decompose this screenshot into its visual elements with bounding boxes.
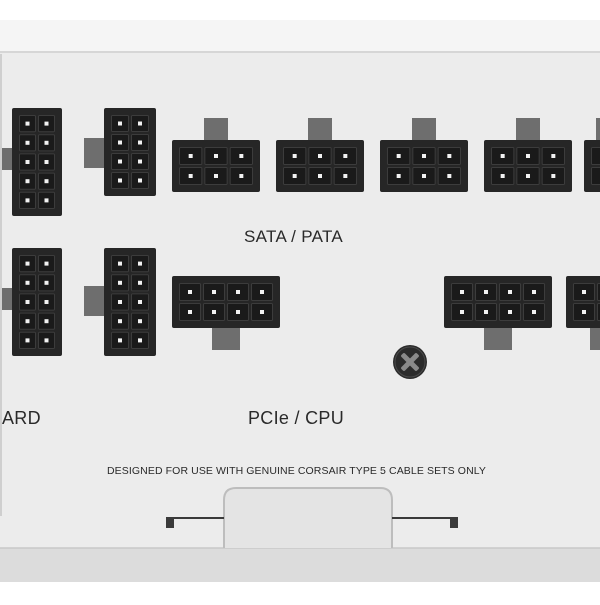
pin-contact xyxy=(118,122,122,126)
pin-contact xyxy=(188,290,192,294)
pin-contact xyxy=(397,154,401,158)
pin-contact xyxy=(138,160,142,164)
pin-contact xyxy=(293,154,297,158)
pin-contact xyxy=(484,310,488,314)
pin-contact xyxy=(236,290,240,294)
pin-contact xyxy=(26,122,30,126)
pin-contact xyxy=(582,310,586,314)
phillips-screw-icon xyxy=(393,345,427,379)
pin-contact xyxy=(551,174,555,178)
pin-contact xyxy=(212,290,216,294)
pin-contact xyxy=(526,174,530,178)
pin-cell xyxy=(592,168,600,185)
pin-contact xyxy=(45,300,49,304)
pin-contact xyxy=(45,198,49,202)
pin-contact xyxy=(45,262,49,266)
pin-contact xyxy=(532,290,536,294)
pin-contact xyxy=(45,319,49,323)
pin-contact xyxy=(26,198,30,202)
pin-contact xyxy=(214,154,218,158)
pin-contact xyxy=(45,160,49,164)
pin-contact xyxy=(118,179,122,183)
pin-contact xyxy=(343,154,347,158)
pin-contact xyxy=(293,174,297,178)
pin-contact xyxy=(138,300,142,304)
latch-foot-left xyxy=(166,518,174,528)
pin-contact xyxy=(422,174,426,178)
pin-contact xyxy=(526,154,530,158)
panel-bottom-band xyxy=(0,548,600,582)
pin-contact xyxy=(189,174,193,178)
pin-contact xyxy=(501,174,505,178)
pin-contact xyxy=(318,154,322,158)
pin-contact xyxy=(118,319,122,323)
pin-contact xyxy=(26,160,30,164)
pin-contact xyxy=(45,281,49,285)
pin-contact xyxy=(26,281,30,285)
pin-contact xyxy=(532,310,536,314)
pin-contact xyxy=(45,179,49,183)
pin-contact xyxy=(318,174,322,178)
pin-contact xyxy=(214,174,218,178)
pin-contact xyxy=(138,338,142,342)
panel-top-band xyxy=(0,20,600,54)
pin-contact xyxy=(212,310,216,314)
pin-contact xyxy=(118,300,122,304)
pin-contact xyxy=(484,290,488,294)
pin-contact xyxy=(45,122,49,126)
cable-compatibility-notice: DESIGNED FOR USE WITH GENUINE CORSAIR TY… xyxy=(107,465,486,477)
pin-contact xyxy=(138,319,142,323)
pin-contact xyxy=(26,141,30,145)
pin-contact xyxy=(188,310,192,314)
pin-contact xyxy=(447,154,451,158)
bottom-latch-notch xyxy=(224,488,392,548)
pin-contact xyxy=(582,290,586,294)
pin-contact xyxy=(138,141,142,145)
pin-contact xyxy=(138,122,142,126)
pin-contact xyxy=(460,290,464,294)
pin-contact xyxy=(422,154,426,158)
pin-contact xyxy=(118,338,122,342)
pin-contact xyxy=(45,338,49,342)
pin-cell xyxy=(592,148,600,165)
pin-contact xyxy=(26,338,30,342)
pin-contact xyxy=(501,154,505,158)
motherboard-label-partial: ARD xyxy=(2,408,41,429)
pin-contact xyxy=(138,262,142,266)
pin-contact xyxy=(239,174,243,178)
pin-contact xyxy=(118,262,122,266)
pin-contact xyxy=(239,154,243,158)
pcie-cpu-label: PCIe / CPU xyxy=(248,408,344,429)
sata-pata-label: SATA / PATA xyxy=(244,227,343,247)
pin-contact xyxy=(343,174,347,178)
pin-contact xyxy=(26,300,30,304)
pin-contact xyxy=(189,154,193,158)
pin-contact xyxy=(26,262,30,266)
pin-contact xyxy=(508,290,512,294)
pin-contact xyxy=(138,281,142,285)
pin-contact xyxy=(508,310,512,314)
pin-contact xyxy=(260,290,264,294)
pin-contact xyxy=(397,174,401,178)
pin-contact xyxy=(460,310,464,314)
pin-contact xyxy=(26,319,30,323)
pin-contact xyxy=(138,179,142,183)
pin-contact xyxy=(551,154,555,158)
pin-contact xyxy=(118,160,122,164)
pin-contact xyxy=(118,281,122,285)
pin-contact xyxy=(260,310,264,314)
pin-contact xyxy=(26,179,30,183)
pin-contact xyxy=(447,174,451,178)
latch-foot-right xyxy=(450,518,458,528)
pin-contact xyxy=(45,141,49,145)
pin-contact xyxy=(236,310,240,314)
pin-contact xyxy=(118,141,122,145)
